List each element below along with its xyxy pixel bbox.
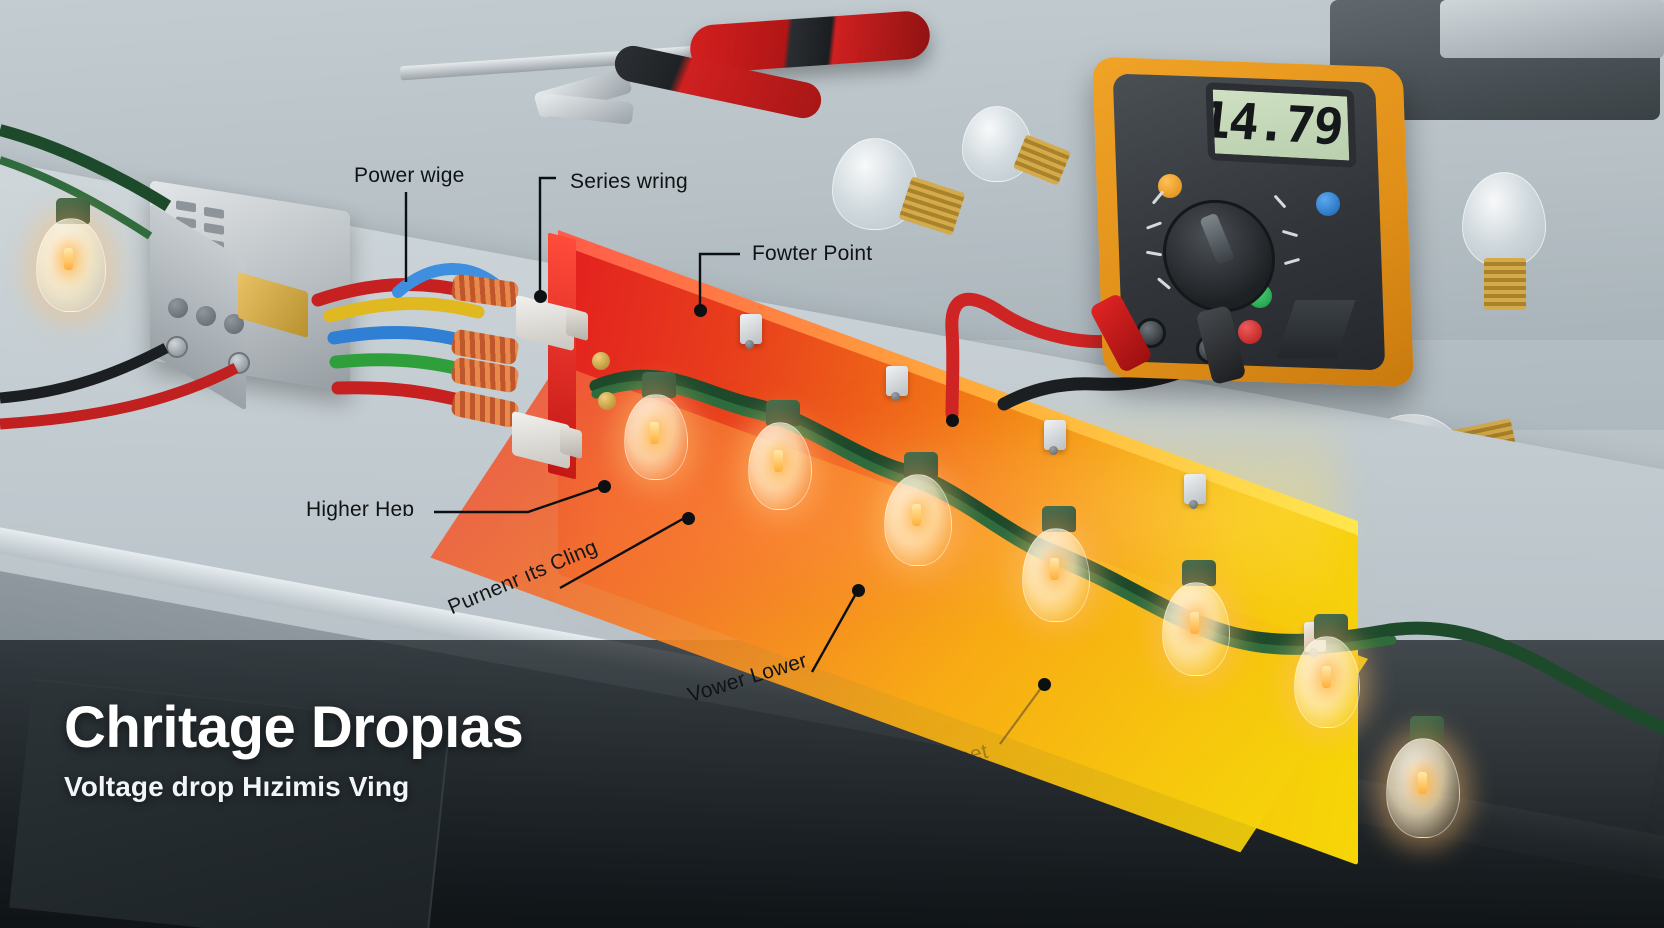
bulb-filament — [64, 248, 73, 270]
string-light-cable-right — [1383, 621, 1664, 735]
cable-clip-3 — [1044, 420, 1066, 450]
bulb-socket — [642, 372, 676, 398]
cable-clip-screw-3 — [1049, 446, 1058, 455]
leader-current-cling — [559, 514, 689, 590]
bulb-socket — [1314, 614, 1348, 640]
mains-cord — [0, 343, 169, 404]
title-block: Chritage Dropıas Voltage drop Hızimis Vi… — [64, 695, 524, 803]
brass-connector-2 — [598, 392, 616, 410]
bulb-socket — [766, 400, 800, 426]
page-title: Chritage Dropıas — [64, 695, 524, 760]
annotation-dot-fowter-point — [694, 304, 707, 317]
bulb-filament — [650, 422, 659, 444]
annotation-higher-heat: Higher Heɒ — [306, 498, 415, 521]
annotation-power-wire: Power wige — [354, 164, 465, 187]
cable-clip-4 — [1184, 474, 1206, 504]
bulb-socket — [1042, 506, 1076, 532]
probe-cable-red — [945, 292, 1135, 421]
bulb-filament — [1322, 666, 1331, 688]
leader-series-wiring — [538, 176, 556, 296]
range-button[interactable] — [1316, 192, 1340, 216]
psu-knob-3[interactable] — [224, 314, 244, 334]
bulb-filament — [1190, 612, 1199, 634]
cable-clip-1 — [740, 314, 762, 344]
cable-clip-screw-4 — [1189, 500, 1198, 509]
bulb-filament — [774, 450, 783, 472]
string-light-cable-left — [0, 124, 172, 212]
annotation-dot-current-cling — [682, 512, 695, 525]
leader-vower-lower — [810, 589, 860, 673]
annotation-dot-higher-heat — [598, 480, 611, 493]
bulb-filament — [1050, 558, 1059, 580]
wire-yellow — [323, 296, 485, 323]
multimeter-reading: 14.79 — [1205, 91, 1346, 156]
multimeter-display: 14.79 — [1205, 82, 1357, 168]
annotation-dot-vower-lower — [852, 584, 865, 597]
background-device-light — [1440, 0, 1664, 58]
string-light-cable-twist — [591, 380, 1397, 655]
bulb-glass — [1462, 172, 1546, 268]
terminal-clip-1 — [566, 306, 588, 342]
bulb-base — [1484, 258, 1526, 310]
annotation-dot-series-wiring — [534, 290, 547, 303]
string-light-cable-left-twist — [0, 156, 153, 240]
annotation-dot-oak-sheet — [1038, 678, 1051, 691]
psu-red-lead — [0, 363, 239, 430]
psu-terminal-negative[interactable] — [166, 336, 188, 358]
bulb-filament — [1418, 772, 1427, 794]
leader-fowter-point — [698, 252, 740, 308]
cable-clip-screw-2 — [891, 392, 900, 401]
cable-clip-2 — [886, 366, 908, 396]
measurement-point-dot — [946, 414, 959, 427]
bulb-socket — [1182, 560, 1216, 586]
psu-knob-2[interactable] — [196, 306, 216, 326]
psu-knob-1[interactable] — [168, 298, 188, 318]
bulb-socket — [904, 452, 938, 478]
leader-higher-heat — [434, 484, 605, 514]
select-button[interactable] — [1238, 320, 1262, 344]
page-subtitle: Voltage drop Hızimis Ving — [64, 770, 410, 802]
cable-clip-screw-1 — [745, 340, 754, 349]
bulb-socket — [1410, 716, 1444, 742]
leader-oak-sheet — [999, 683, 1045, 745]
bulb-filament — [912, 504, 921, 526]
brass-connector-1 — [592, 352, 610, 370]
annotation-fowter-point: Fowter Point — [752, 242, 873, 265]
terminal-clip-2 — [560, 424, 582, 460]
string-light-cable — [589, 369, 1397, 647]
annotation-series-wiring: Series wring — [570, 170, 688, 193]
